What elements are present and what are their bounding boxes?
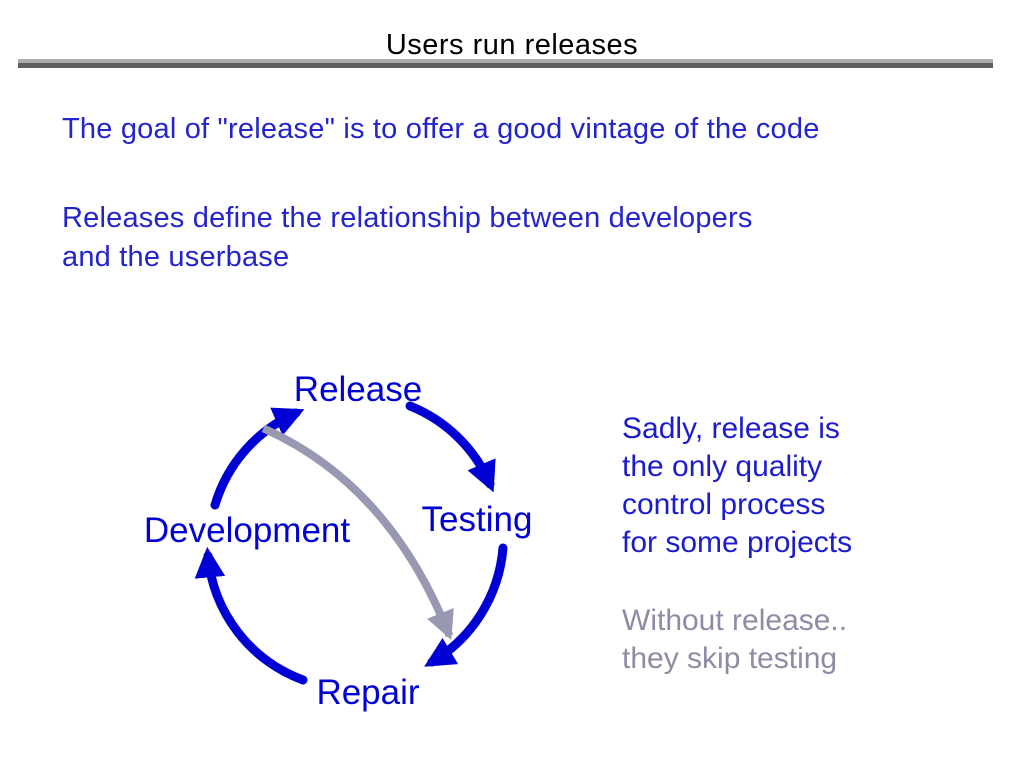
arrow-testing-to-repair: [424, 543, 508, 667]
node-testing: Testing: [421, 500, 533, 539]
quality-note-line-3: control process: [622, 488, 826, 521]
relationship-paragraph: Releases define the relationship between…: [62, 199, 753, 277]
arrow-skip-testing-shortcut: [261, 424, 454, 641]
skip-note-line-1: Without release..: [622, 604, 848, 637]
quality-note-line-4: for some projects: [622, 526, 853, 559]
slide-title: Users run releases: [385, 29, 639, 61]
quality-note: Sadly, release is the only quality contr…: [622, 410, 852, 562]
intro-paragraph: The goal of "release" is to offer a good…: [62, 113, 820, 145]
node-development: Development: [143, 511, 351, 550]
quality-note-line-1: Sadly, release is: [622, 412, 840, 445]
paragraph-line-1: Releases define the relationship between…: [62, 202, 753, 234]
skip-note-line-2: they skip testing: [622, 642, 838, 675]
node-release: Release: [293, 370, 423, 409]
node-repair: Repair: [316, 673, 420, 712]
arrow-development-to-release: [210, 407, 305, 510]
quality-note-line-2: the only quality: [622, 450, 823, 483]
skip-testing-note: Without release.. they skip testing: [622, 602, 847, 678]
title-divider: [18, 59, 993, 68]
divider-light-line: [18, 59, 993, 63]
divider-dark-line: [18, 63, 993, 68]
arrow-release-to-testing: [405, 401, 496, 493]
arrow-repair-to-development: [194, 546, 308, 685]
paragraph-line-2: and the userbase: [62, 241, 290, 273]
